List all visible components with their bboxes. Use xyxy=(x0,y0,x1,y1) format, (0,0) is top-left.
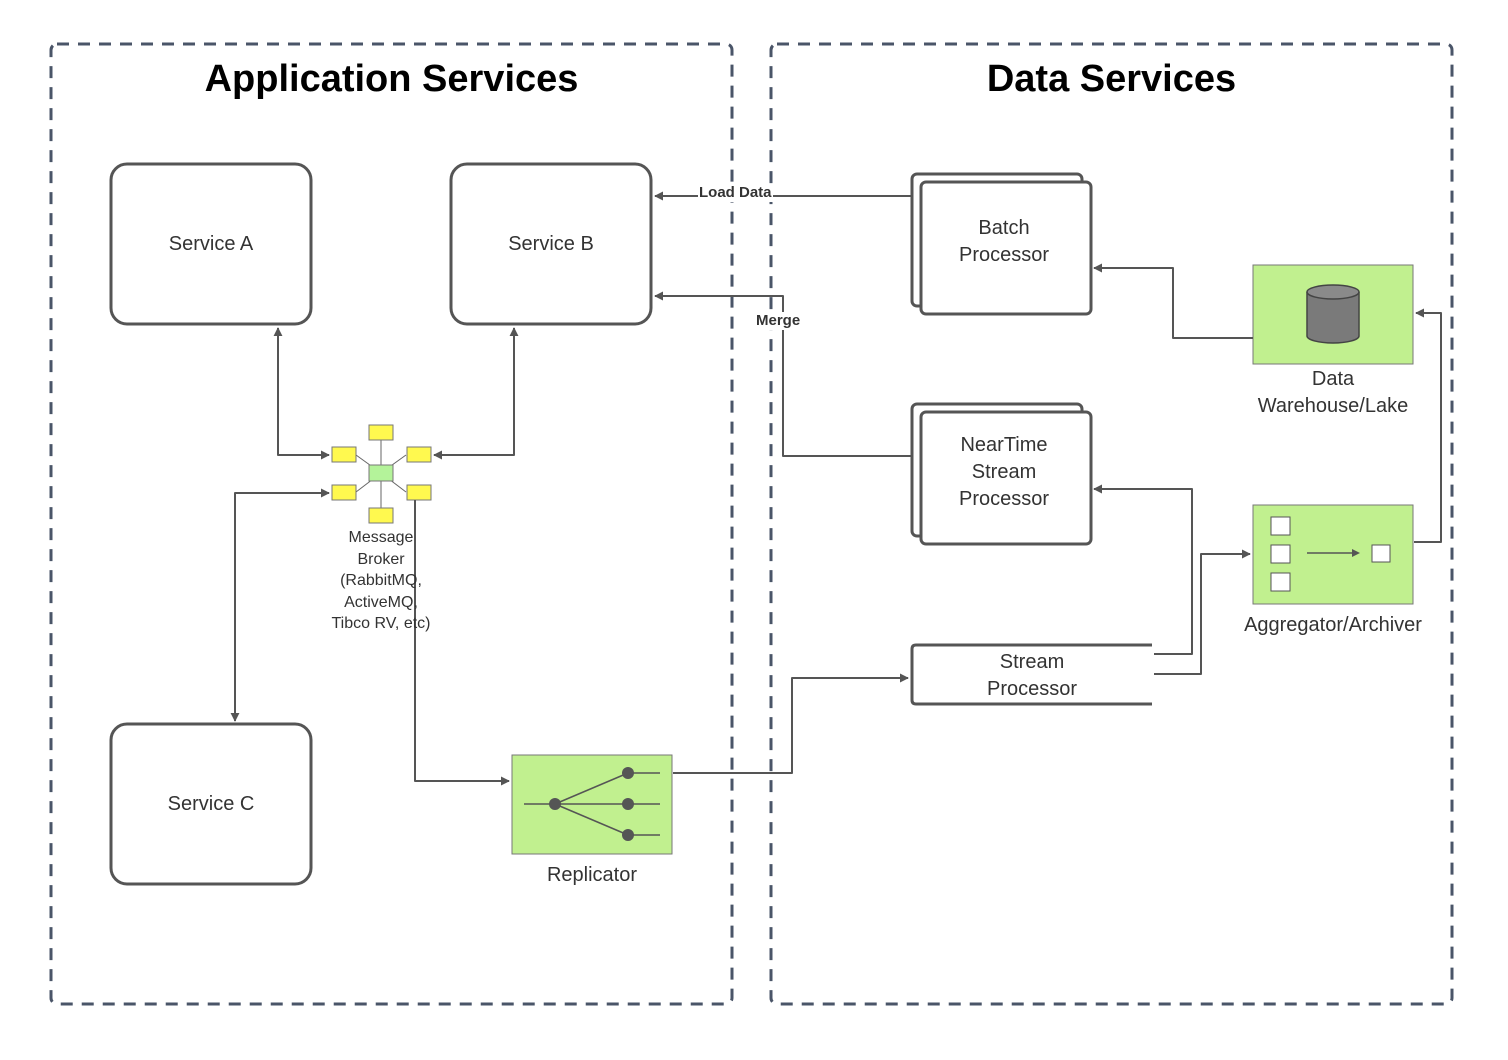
fan-out-icon xyxy=(524,767,660,841)
edge-merge xyxy=(654,291,912,457)
merge-edge-label: Merge xyxy=(755,312,802,330)
data-services-title: Data Services xyxy=(986,58,1237,100)
aggregator-archiver-box[interactable] xyxy=(1252,504,1414,605)
data-warehouse-box[interactable] xyxy=(1252,264,1414,365)
message-broker-node[interactable] xyxy=(331,424,432,524)
batch-processor-box[interactable] xyxy=(910,172,1093,316)
service-c-box[interactable] xyxy=(109,722,313,886)
application-services-title: Application Services xyxy=(204,58,579,100)
replicator-box[interactable] xyxy=(511,754,673,855)
aggregator-archiver-label: Aggregator/Archiver xyxy=(1244,614,1422,636)
edge-service-b-broker xyxy=(433,327,519,460)
database-cylinder-icon xyxy=(1306,284,1360,344)
service-b-box[interactable] xyxy=(449,162,653,326)
edge-broker-replicator xyxy=(414,500,510,786)
stream-processor-label: Stream Processor xyxy=(986,651,1078,700)
stream-processor-box[interactable] xyxy=(910,643,1152,706)
message-broker-label: Message Broker (RabbitMQ, ActiveMQ, Tibc… xyxy=(331,529,431,633)
edge-service-c-broker xyxy=(230,488,330,722)
load-data-edge-label: Load Data xyxy=(698,184,773,202)
aggregate-icon xyxy=(1270,516,1391,592)
neartime-stream-processor-box[interactable] xyxy=(910,402,1093,546)
service-a-label: Service A xyxy=(168,232,254,255)
service-c-label: Service C xyxy=(167,792,255,815)
edge-stream-neartime xyxy=(1093,484,1193,655)
edge-replicator-stream-processor xyxy=(673,673,909,774)
batch-processor-label: Batch Processor xyxy=(958,217,1050,266)
edge-aggregator-warehouse xyxy=(1414,308,1442,543)
replicator-label: Replicator xyxy=(546,864,638,886)
edge-stream-aggregator xyxy=(1154,549,1251,675)
service-b-label: Service B xyxy=(508,232,594,255)
neartime-stream-processor-label: NearTime Stream Processor xyxy=(958,433,1050,510)
hub-spoke-icon xyxy=(331,424,432,524)
data-warehouse-label: Data Warehouse/Lake xyxy=(1257,368,1409,417)
service-a-box[interactable] xyxy=(109,162,313,326)
edge-service-a-broker xyxy=(273,327,330,460)
edge-warehouse-batch xyxy=(1093,263,1253,339)
